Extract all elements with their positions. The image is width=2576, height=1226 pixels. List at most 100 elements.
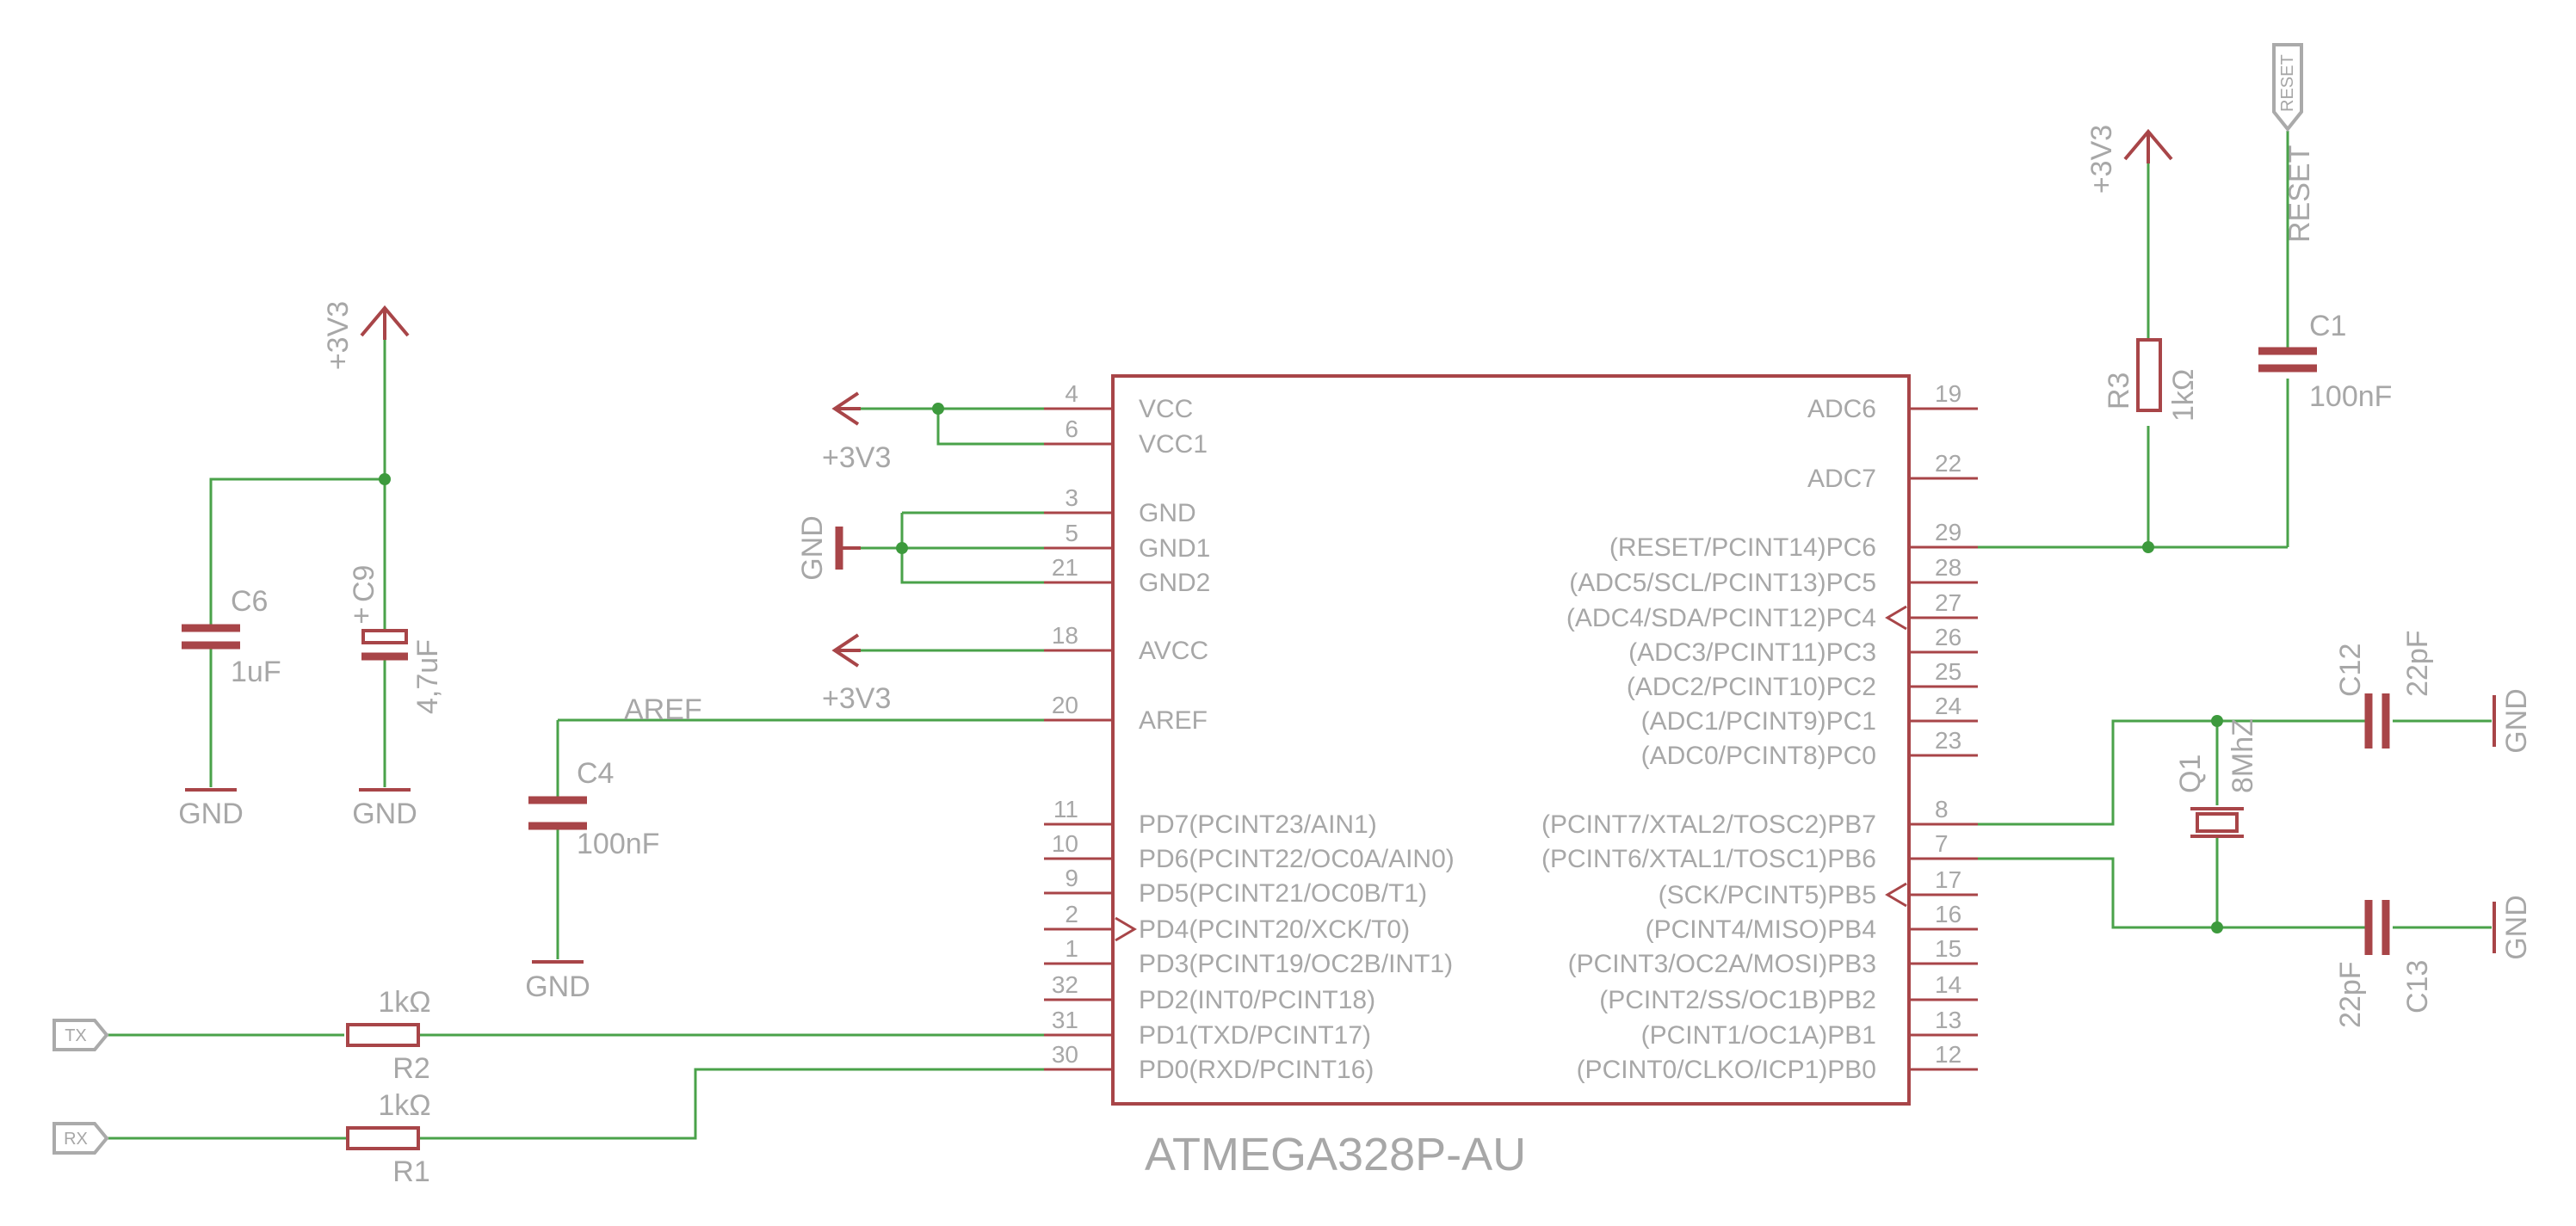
pin-number-adc6: 19 [1935,380,1961,407]
pin-name-pd0: PD0(RXD/PCINT16) [1139,1056,1374,1084]
reset-port-label: RESET [2278,54,2297,112]
pin-name-pb2: (PCINT2/SS/OC1B)PB2 [1599,986,1876,1014]
pin-number-pc2: 25 [1935,658,1961,685]
pin-name-vcc: VCC [1139,395,1193,423]
pin-number-pb0: 12 [1935,1041,1961,1068]
pin-name-pd6: PD6(PCINT22/OC0A/AIN0) [1139,845,1455,873]
pd4-clock-marker [1115,916,1137,942]
pin-name-pb3: (PCINT3/OC2A/MOSI)PB3 [1568,950,1876,978]
r2-value: 1kΩ [378,986,430,1019]
mcu-body [1111,374,1911,1106]
c12-value: 22pF [2401,631,2434,698]
gnd-wire [839,511,1044,584]
reset-port [2272,43,2303,132]
vcc-supply-label: +3V3 [822,441,891,474]
pin-number-vcc: 4 [1065,380,1078,407]
r1-ref: R1 [392,1155,429,1188]
pin-name-pb4: (PCINT4/MISO)PB4 [1646,915,1876,944]
gnd-junction [896,542,908,554]
pin-number-pd7: 11 [1053,796,1078,822]
c1-ref: C1 [2309,310,2346,342]
c4-gnd-label: GND [525,970,590,1003]
pin-number-pc5: 28 [1935,554,1961,581]
pin-number-adc7: 22 [1935,450,1961,477]
rx-port-label: RX [64,1130,88,1149]
pin-name-gnd2: GND2 [1139,569,1210,597]
pin-name-pc0: (ADC0/PCINT8)PC0 [1641,742,1876,770]
pin-number-vcc1: 6 [1065,416,1078,442]
pin-number-avcc: 18 [1052,622,1078,649]
pin-name-pc2: (ADC2/PCINT10)PC2 [1627,673,1876,701]
r2-body [346,1023,420,1047]
q1-ref: Q1 [2174,755,2207,793]
aref-net-label: AREF [624,693,702,726]
c4-value: 100nF [577,828,659,860]
pin-number-gnd1: 5 [1065,520,1078,546]
pin-number-pd0: 30 [1052,1041,1078,1068]
pin-number-pb2: 14 [1935,971,1961,998]
pin-name-pc1: (ADC1/PCINT9)PC1 [1641,707,1876,736]
pin-number-pd6: 10 [1052,830,1078,857]
pin-number-pd3: 1 [1065,935,1078,962]
r2-ref: R2 [392,1052,429,1085]
gnd-label-left: GND [796,515,829,581]
pin-number-pb6: 7 [1935,830,1949,857]
pin-name-avcc: AVCC [1139,637,1208,665]
pb5-clock-marker [1885,882,1907,908]
reset-wire [1978,131,2289,549]
mcu-part-label: ATMEGA328P-AU [1145,1129,1526,1180]
pc4-clock-marker [1885,605,1907,631]
pin-name-adc7: ADC7 [1807,465,1876,493]
c1-value: 100nF [2309,380,2392,413]
pin-name-pd7: PD7(PCINT23/AIN1) [1139,810,1377,839]
pin-number-aref: 20 [1052,692,1078,718]
c4-ref: C4 [577,757,614,790]
r1-value: 1kΩ [378,1089,430,1122]
vcc-junction [932,403,944,415]
pin-name-pc4: (ADC4/SDA/PCINT12)PC4 [1566,604,1876,632]
aref-wire [556,718,1044,959]
pin-name-pc6: (RESET/PCINT14)PC6 [1609,533,1876,562]
decoupling-supply-label: +3V3 [322,301,355,370]
c9-gnd-label: GND [352,798,417,830]
c6-value: 1uF [231,656,281,688]
pin-number-pc0: 23 [1935,727,1961,754]
pin-name-gnd: GND [1139,499,1196,527]
reset-supply-arrow [2123,128,2173,163]
pin-name-pb1: (PCINT1/OC1A)PB1 [1641,1021,1876,1050]
pin-number-pd1: 31 [1052,1007,1078,1033]
pin-name-pd3: PD3(PCINT19/OC2B/INT1) [1139,950,1453,978]
pin-name-pd1: PD1(TXD/PCINT17) [1139,1021,1371,1050]
tx-port [53,1019,109,1051]
r3-value: 1kΩ [2167,369,2200,422]
tx-port-label: TX [65,1026,87,1045]
rx-wire [103,1068,1044,1140]
crystal-junction-bottom [2211,921,2223,933]
pin-number-gnd: 3 [1065,484,1078,511]
avcc-supply-label: +3V3 [822,682,891,715]
pin-number-pc4: 27 [1935,589,1961,616]
pin-name-pc3: (ADC3/PCINT11)PC3 [1628,638,1876,667]
c13-gnd-label: GND [2500,895,2533,960]
pin-number-gnd2: 21 [1052,554,1078,581]
pin-name-pc5: (ADC5/SCL/PCINT13)PC5 [1569,569,1876,597]
pin-number-pd2: 32 [1052,971,1078,998]
pin-number-pd4: 2 [1065,901,1078,927]
pin-name-pd4: PD4(PCINT20/XCK/T0) [1139,915,1410,944]
pin-name-aref: AREF [1139,706,1208,735]
mcu-left-pins: 4VCC6VCC13GND5GND121GND218AVCC20AREF11PD… [1044,380,1455,1084]
pin-name-pb6: (PCINT6/XTAL1/TOSC1)PB6 [1541,845,1876,873]
q1-body [2196,812,2239,833]
pin-number-pc1: 24 [1935,693,1961,719]
r1-body [346,1126,420,1150]
pin-name-adc6: ADC6 [1807,395,1876,423]
decoupling-wire [209,318,386,787]
crystal-junction-top [2211,715,2223,727]
avcc-supply-arrow [831,633,861,668]
decoupling-supply-arrow [360,305,410,340]
q1-value: 8MhZ [2227,718,2259,793]
rx-port [53,1122,109,1155]
c9-polarity: + [353,600,370,632]
decoupling-junction [379,473,391,485]
